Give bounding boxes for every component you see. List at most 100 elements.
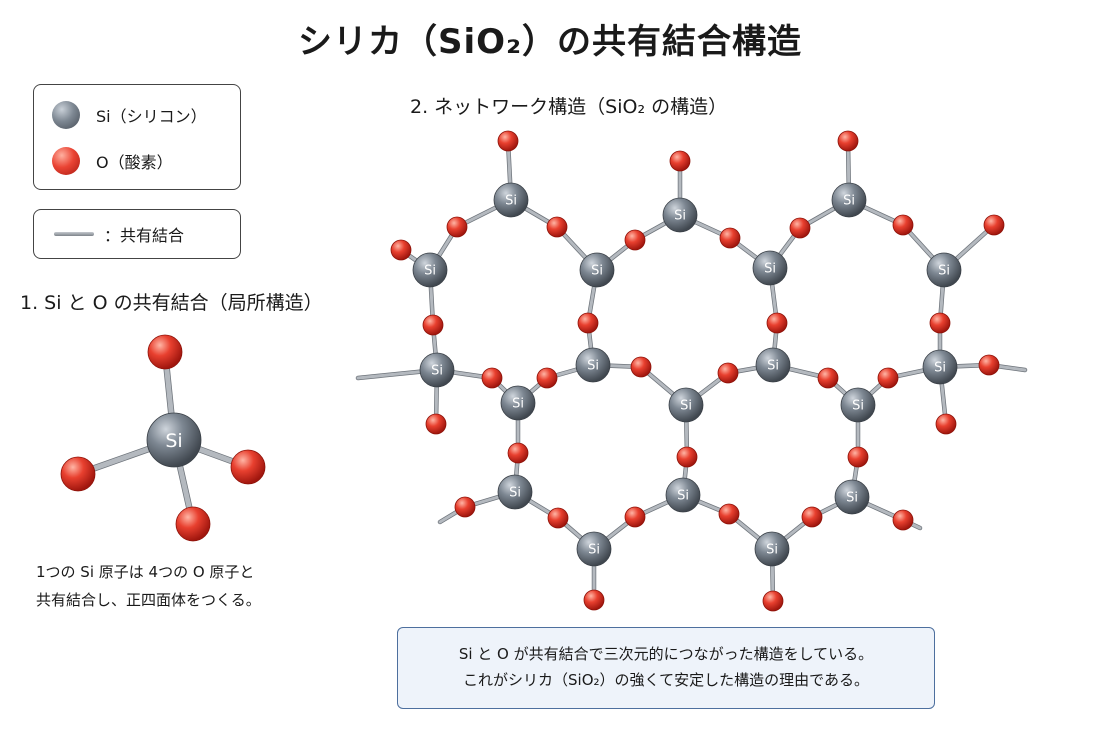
bond-legend-label: ：共有結合 xyxy=(104,226,185,245)
oxygen-atom xyxy=(983,214,1005,236)
oxygen-atom xyxy=(577,312,599,334)
oxygen-atom xyxy=(147,334,183,370)
note-line-2: これがシリカ（SiO₂）の強くて安定した構造の理由である。 xyxy=(463,671,869,689)
silicon-atom xyxy=(834,479,870,515)
oxygen-atom xyxy=(624,506,646,528)
silicon-atom-label: Si xyxy=(505,194,517,209)
oxygen-atom xyxy=(425,413,447,435)
oxygen-atom xyxy=(877,367,899,389)
silicon-atom xyxy=(419,352,455,388)
oxygen-atom xyxy=(446,216,468,238)
silicon-atom xyxy=(576,531,612,567)
silicon-atom xyxy=(668,387,704,423)
silicon-atom-label: Si xyxy=(938,264,950,279)
silicon-atom-label: Si xyxy=(588,543,600,558)
oxygen-atom xyxy=(719,227,741,249)
bond-line-icon xyxy=(54,232,94,236)
oxygen-atom xyxy=(536,367,558,389)
oxygen-atom xyxy=(718,503,740,525)
oxygen-atom xyxy=(546,216,568,238)
oxygen-atom xyxy=(929,312,951,334)
silicon-atom-label: Si xyxy=(591,264,603,279)
silicon-atom xyxy=(755,347,791,383)
oxygen-atom xyxy=(892,509,914,531)
oxygen-atom xyxy=(454,496,476,518)
si-atom-icon xyxy=(52,101,80,129)
silicon-atom xyxy=(500,385,536,421)
silicon-atom xyxy=(754,531,790,567)
section1-title: 1. Si と O の共有結合（局所構造） xyxy=(20,292,323,314)
silicon-atom-label: Si xyxy=(852,399,864,414)
o-atom-icon xyxy=(52,147,80,175)
silicon-atom-label: Si xyxy=(509,486,521,501)
silicon-atom-label: Si xyxy=(677,489,689,504)
oxygen-atom xyxy=(892,214,914,236)
oxygen-atom xyxy=(507,442,529,464)
oxygen-atom xyxy=(624,229,646,251)
silicon-atom xyxy=(579,252,615,288)
oxygen-atom xyxy=(717,362,739,384)
silicon-atom xyxy=(146,412,202,468)
oxygen-atom xyxy=(847,446,869,468)
oxygen-atom xyxy=(497,130,519,152)
oxygen-atom xyxy=(481,367,503,389)
oxygen-atom xyxy=(669,150,691,172)
silicon-atom xyxy=(575,347,611,383)
oxygen-atom xyxy=(766,312,788,334)
silicon-atom-label: Si xyxy=(587,359,599,374)
caption-line-2: 共有結合し、正四面体をつくる。 xyxy=(36,591,261,609)
oxygen-atom xyxy=(817,367,839,389)
silicon-atom xyxy=(662,197,698,233)
silicon-atom-label: Si xyxy=(424,264,436,279)
oxygen-atom xyxy=(676,446,698,468)
silicon-atom xyxy=(412,252,448,288)
oxygen-atom xyxy=(230,449,266,485)
legend-box: Si（シリコン） O（酸素） xyxy=(33,84,241,190)
silicon-atom-label: Si xyxy=(846,491,858,506)
oxygen-atom xyxy=(978,354,1000,376)
oxygen-atom xyxy=(789,217,811,239)
silicon-atom xyxy=(831,182,867,218)
bond-legend-box: ：共有結合 xyxy=(33,209,241,259)
section2-title: 2. ネットワーク構造（SiO₂ の構造） xyxy=(410,96,728,118)
silicon-atom-label: Si xyxy=(431,364,443,379)
silicon-atom xyxy=(922,349,958,385)
oxygen-atom xyxy=(547,507,569,529)
oxygen-atom xyxy=(837,130,859,152)
silicon-atom-label: Si xyxy=(767,359,779,374)
silicon-atom xyxy=(493,182,529,218)
silicon-atom-label: Si xyxy=(766,543,778,558)
oxygen-atom xyxy=(422,314,444,336)
oxygen-atom xyxy=(60,456,96,492)
silicon-atom-label: Si xyxy=(674,209,686,224)
silicon-atom xyxy=(926,252,962,288)
silicon-atom xyxy=(665,477,701,513)
silicon-atom-label: Si xyxy=(680,399,692,414)
silicon-atom-label: Si xyxy=(934,361,946,376)
legend-si: Si（シリコン） xyxy=(52,101,207,129)
oxygen-atom xyxy=(583,589,605,611)
legend-si-label: Si（シリコン） xyxy=(96,107,207,126)
page-title: シリカ（SiO₂）の共有結合構造 xyxy=(298,22,802,62)
legend-o-label: O（酸素） xyxy=(96,153,173,172)
silicon-atom-label: Si xyxy=(764,262,776,277)
legend-o: O（酸素） xyxy=(52,147,173,175)
silicon-atom xyxy=(752,250,788,286)
oxygen-atom xyxy=(801,506,823,528)
tetrahedron-model: Si xyxy=(60,334,266,542)
caption-line-1: 1つの Si 原子は 4つの O 原子と xyxy=(36,563,255,581)
silicon-atom xyxy=(497,474,533,510)
note-box: Si と O が共有結合で三次元的につながった構造をしている。 これがシリカ（S… xyxy=(397,627,935,709)
oxygen-atom xyxy=(175,506,211,542)
note-line-1: Si と O が共有結合で三次元的につながった構造をしている。 xyxy=(458,645,874,663)
silicon-atom-label: Si xyxy=(512,397,524,412)
silicon-atom-label: Si xyxy=(843,194,855,209)
oxygen-atom xyxy=(935,413,957,435)
tetrahedron-caption: 1つの Si 原子は 4つの O 原子と 共有結合し、正四面体をつくる。 xyxy=(36,558,326,614)
silicon-atom xyxy=(840,387,876,423)
oxygen-atom xyxy=(762,590,784,612)
silicon-atom-label: Si xyxy=(165,430,182,452)
oxygen-atom xyxy=(630,356,652,378)
